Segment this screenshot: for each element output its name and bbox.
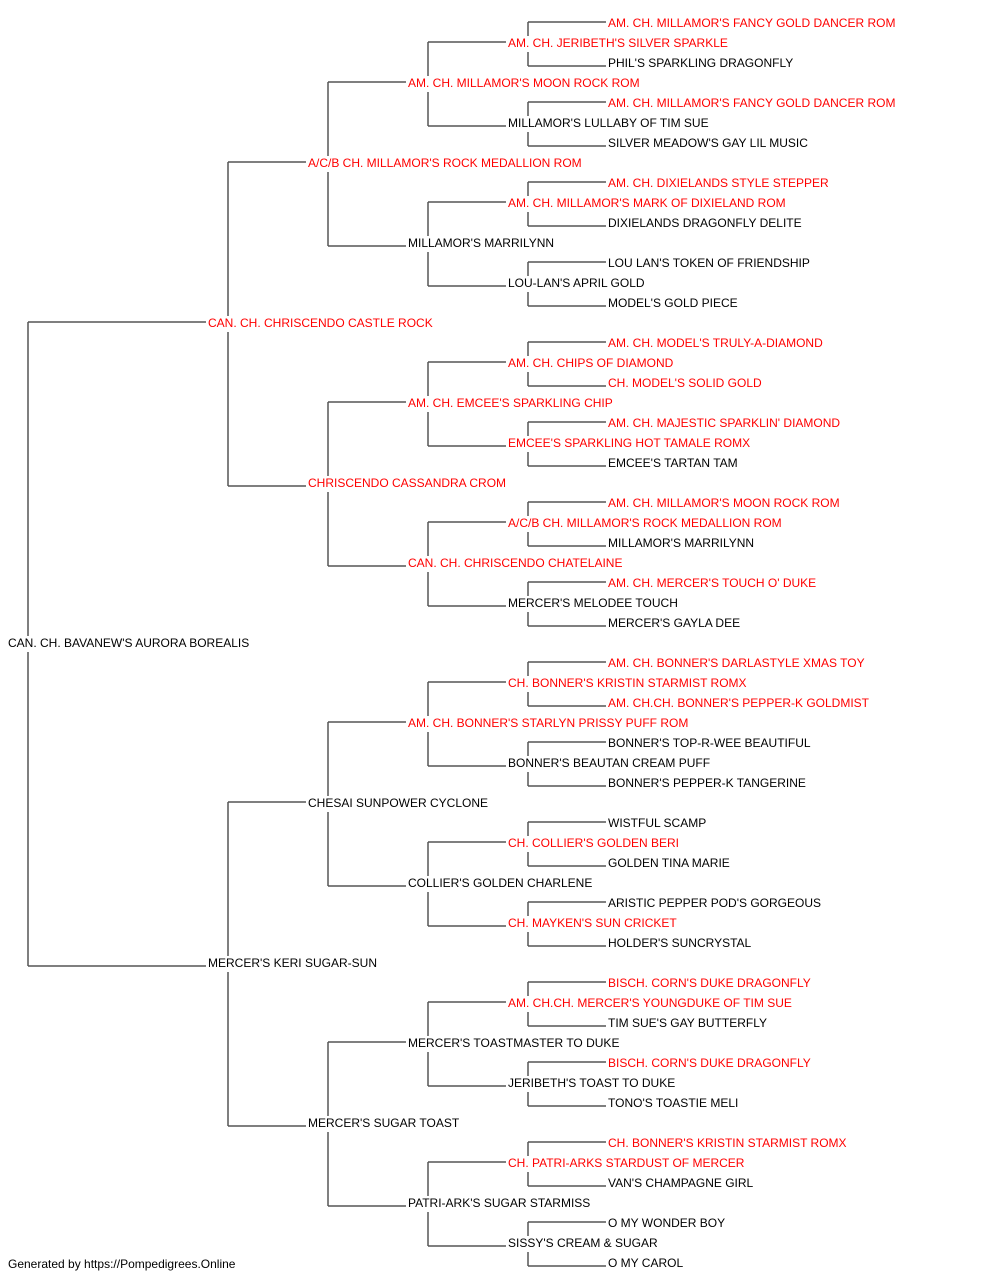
pedigree-name: CHESAI SUNPOWER CYCLONE — [308, 796, 488, 810]
pedigree-name: WISTFUL SCAMP — [608, 816, 706, 830]
pedigree-name: MERCER'S MELODEE TOUCH — [508, 596, 678, 610]
pedigree-name: AM. CH. BONNER'S DARLASTYLE XMAS TOY — [608, 656, 865, 670]
pedigree-name: AM. CH. JERIBETH'S SILVER SPARKLE — [508, 36, 728, 50]
pedigree-name: AM. CH. EMCEE'S SPARKLING CHIP — [408, 396, 613, 410]
pedigree-name: ARISTIC PEPPER POD'S GORGEOUS — [608, 896, 821, 910]
pedigree-name: O MY CAROL — [608, 1256, 683, 1270]
pedigree-name: A/C/B CH. MILLAMOR'S ROCK MEDALLION ROM — [308, 156, 582, 170]
pedigree-name: AM. CH. BONNER'S STARLYN PRISSY PUFF ROM — [408, 716, 688, 730]
pedigree-name: MILLAMOR'S MARRILYNN — [408, 236, 554, 250]
pedigree-name: AM. CH. MILLAMOR'S FANCY GOLD DANCER ROM — [608, 96, 895, 110]
pedigree-name: A/C/B CH. MILLAMOR'S ROCK MEDALLION ROM — [508, 516, 782, 530]
pedigree-name: PHIL'S SPARKLING DRAGONFLY — [608, 56, 793, 70]
pedigree-name: MERCER'S SUGAR TOAST — [308, 1116, 460, 1130]
pedigree-name: JERIBETH'S TOAST TO DUKE — [508, 1076, 675, 1090]
pedigree-name: O MY WONDER BOY — [608, 1216, 725, 1230]
pedigree-name: EMCEE'S SPARKLING HOT TAMALE ROMX — [508, 436, 750, 450]
pedigree-name: AM. CH. MILLAMOR'S MOON ROCK ROM — [408, 76, 640, 90]
pedigree-name: TONO'S TOASTIE MELI — [608, 1096, 738, 1110]
pedigree-name: CH. PATRI-ARKS STARDUST OF MERCER — [508, 1156, 745, 1170]
pedigree-name: CH. BONNER'S KRISTIN STARMIST ROMX — [508, 676, 747, 690]
pedigree-name: LOU LAN'S TOKEN OF FRIENDSHIP — [608, 256, 810, 270]
pedigree-name: CH. MAYKEN'S SUN CRICKET — [508, 916, 677, 930]
pedigree-name: AM. CH. DIXIELANDS STYLE STEPPER — [608, 176, 829, 190]
pedigree-name: AM. CH. CHIPS OF DIAMOND — [508, 356, 674, 370]
pedigree-name: AM. CH. MILLAMOR'S MOON ROCK ROM — [608, 496, 840, 510]
pedigree-name: BISCH. CORN'S DUKE DRAGONFLY — [608, 976, 811, 990]
pedigree-name: CAN. CH. CHRISCENDO CASTLE ROCK — [208, 316, 433, 330]
pedigree-name: LOU-LAN'S APRIL GOLD — [508, 276, 645, 290]
pedigree-name: CAN. CH. BAVANEW'S AURORA BOREALIS — [8, 636, 249, 650]
pedigree-name: CH. COLLIER'S GOLDEN BERI — [508, 836, 679, 850]
pedigree-name: AM. CH. MERCER'S TOUCH O' DUKE — [608, 576, 816, 590]
pedigree-name: CHRISCENDO CASSANDRA CROM — [308, 476, 506, 490]
pedigree-name: AM. CH. MODEL'S TRULY-A-DIAMOND — [608, 336, 823, 350]
pedigree-name: SISSY'S CREAM & SUGAR — [508, 1236, 658, 1250]
pedigree-name: BONNER'S BEAUTAN CREAM PUFF — [508, 756, 710, 770]
pedigree-name: TIM SUE'S GAY BUTTERFLY — [608, 1016, 767, 1030]
pedigree-name: AM. CH.CH. BONNER'S PEPPER-K GOLDMIST — [608, 696, 870, 710]
pedigree-name: EMCEE'S TARTAN TAM — [608, 456, 738, 470]
pedigree-name: DIXIELANDS DRAGONFLY DELITE — [608, 216, 802, 230]
pedigree-name: MILLAMOR'S LULLABY OF TIM SUE — [508, 116, 709, 130]
pedigree-name: COLLIER'S GOLDEN CHARLENE — [408, 876, 592, 890]
pedigree-name: CAN. CH. CHRISCENDO CHATELAINE — [408, 556, 622, 570]
pedigree-name: AM. CH. MILLAMOR'S FANCY GOLD DANCER ROM — [608, 16, 895, 30]
pedigree-name: MERCER'S GAYLA DEE — [608, 616, 740, 630]
pedigree-name: PATRI-ARK'S SUGAR STARMISS — [408, 1196, 590, 1210]
pedigree-name: BISCH. CORN'S DUKE DRAGONFLY — [608, 1056, 811, 1070]
pedigree-name: VAN'S CHAMPAGNE GIRL — [608, 1176, 754, 1190]
pedigree-name: GOLDEN TINA MARIE — [608, 856, 730, 870]
pedigree-name: AM. CH. MAJESTIC SPARKLIN' DIAMOND — [608, 416, 840, 430]
pedigree-name: HOLDER'S SUNCRYSTAL — [608, 936, 752, 950]
pedigree-name: BONNER'S TOP-R-WEE BEAUTIFUL — [608, 736, 811, 750]
pedigree-name: BONNER'S PEPPER-K TANGERINE — [608, 776, 806, 790]
pedigree-name: SILVER MEADOW'S GAY LIL MUSIC — [608, 136, 808, 150]
pedigree-name: MODEL'S GOLD PIECE — [608, 296, 738, 310]
pedigree-name: CH. MODEL'S SOLID GOLD — [608, 376, 762, 390]
pedigree-name: MILLAMOR'S MARRILYNN — [608, 536, 754, 550]
pedigree-name: MERCER'S KERI SUGAR-SUN — [208, 956, 377, 970]
generated-by-footer: Generated by https://Pompedigrees.Online — [8, 1257, 236, 1271]
pedigree-name: CH. BONNER'S KRISTIN STARMIST ROMX — [608, 1136, 847, 1150]
pedigree-name: AM. CH.CH. MERCER'S YOUNGDUKE OF TIM SUE — [508, 996, 792, 1010]
pedigree-name: AM. CH. MILLAMOR'S MARK OF DIXIELAND ROM — [508, 196, 786, 210]
pedigree-name: MERCER'S TOASTMASTER TO DUKE — [408, 1036, 619, 1050]
